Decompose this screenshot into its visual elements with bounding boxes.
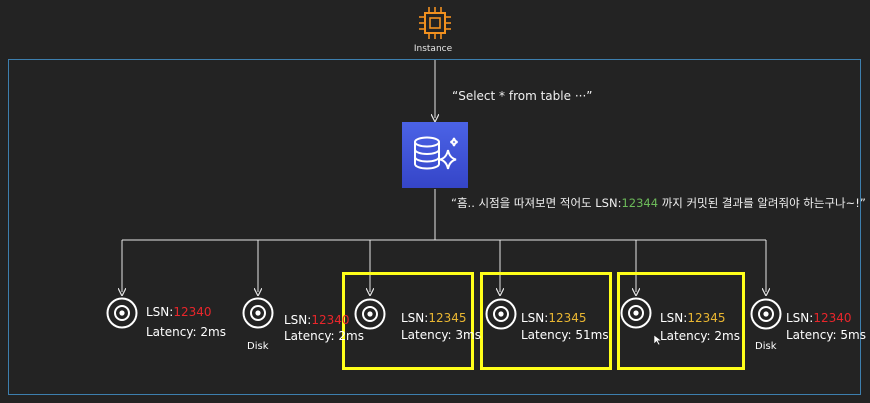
replica-4-lsn: LSN:12345 bbox=[521, 311, 587, 325]
lsn-label: LSN: bbox=[786, 311, 814, 325]
replica-1-lsn: LSN:12340 bbox=[146, 305, 212, 319]
replica-2-latency: Latency: 2ms bbox=[284, 329, 364, 343]
instance-label: Instance bbox=[413, 44, 453, 54]
highlight-box bbox=[617, 272, 745, 370]
replica-2-lsn: LSN:12340 bbox=[284, 313, 350, 327]
lsn-label: LSN: bbox=[521, 311, 549, 325]
disk-icon bbox=[750, 298, 782, 330]
comment-text: “흠.. 시점을 따져보면 적어도 LSN:12344 까지 커밋된 결과를 알… bbox=[451, 195, 866, 211]
lsn-label: LSN: bbox=[660, 311, 688, 325]
comment-lsn: 12344 bbox=[621, 196, 659, 210]
comment-suffix: 까지 커밋된 결과를 알려줘야 하는구나~!” bbox=[658, 196, 866, 210]
highlight-box bbox=[342, 272, 474, 370]
lsn-value: 12340 bbox=[173, 305, 212, 319]
lsn-label: LSN: bbox=[146, 305, 174, 319]
replica-3-lsn: LSN:12345 bbox=[401, 311, 467, 325]
replica-3-latency: Latency: 3ms bbox=[401, 328, 481, 342]
disk-label: Disk bbox=[755, 341, 777, 352]
lsn-value: 12345 bbox=[687, 311, 726, 325]
disk-label: Disk bbox=[247, 341, 269, 352]
lsn-value: 12345 bbox=[548, 311, 587, 325]
aurora-database-icon bbox=[402, 122, 468, 188]
mouse-cursor-icon bbox=[653, 334, 663, 346]
replica-4-latency: Latency: 51ms bbox=[521, 328, 609, 342]
disk-icon bbox=[242, 297, 274, 329]
disk-icon bbox=[106, 297, 138, 329]
disk-icon bbox=[354, 298, 386, 330]
lsn-value: 12340 bbox=[311, 313, 350, 327]
replica-5-lsn: LSN:12345 bbox=[660, 311, 726, 325]
lsn-value: 12340 bbox=[813, 311, 852, 325]
lsn-label: LSN: bbox=[284, 313, 312, 327]
replica-1-latency: Latency: 2ms bbox=[146, 325, 226, 339]
cpu-chip-icon bbox=[419, 7, 451, 39]
disk-icon bbox=[620, 297, 652, 329]
lsn-label: LSN: bbox=[401, 311, 429, 325]
comment-prefix: “흠.. 시점을 따져보면 적어도 LSN: bbox=[451, 196, 622, 210]
highlight-box bbox=[480, 272, 612, 370]
replica-6-lsn: LSN:12340 bbox=[786, 311, 852, 325]
disk-icon bbox=[485, 298, 517, 330]
replica-6-latency: Latency: 5ms bbox=[786, 328, 866, 342]
query-text: “Select * from table ···” bbox=[452, 89, 593, 103]
lsn-value: 12345 bbox=[428, 311, 467, 325]
replica-5-latency: Latency: 2ms bbox=[660, 329, 740, 343]
aws-cloud-frame bbox=[8, 59, 861, 395]
